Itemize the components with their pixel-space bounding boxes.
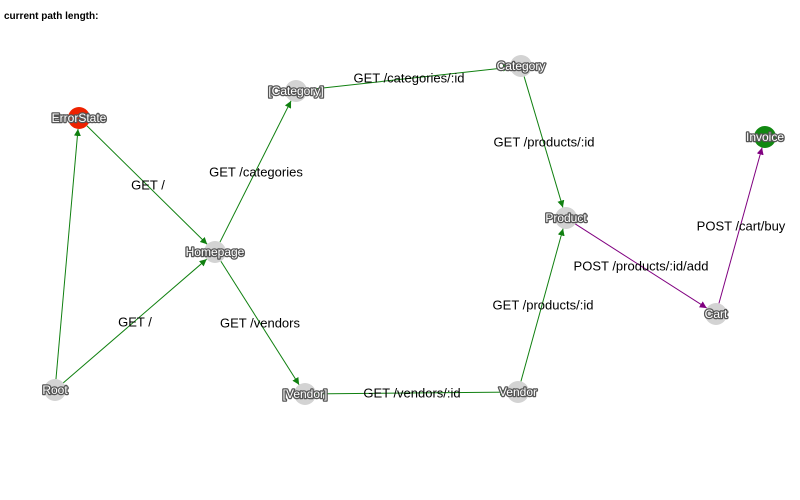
node-label-invoice: Invoice [746, 130, 784, 144]
edge-vendors-to-vendor [315, 388, 508, 396]
node-label-categories: [Category] [268, 84, 323, 98]
edge-homepage-to-categories [219, 100, 292, 243]
edge-label-product-to-cart: POST /products/:id/add [574, 259, 709, 274]
edge-vendor-to-product [520, 228, 565, 382]
edge-label-cart-to-invoice: POST /cart/buy [697, 219, 786, 234]
edges-layer [55, 64, 764, 396]
edge-root-to-error [55, 128, 81, 380]
node-circle-error[interactable] [68, 107, 90, 129]
edge-label-vendor-to-product: GET /products/:id [493, 298, 594, 313]
node-root[interactable]: Root [41, 379, 70, 401]
node-circle-vendor[interactable] [507, 381, 529, 403]
node-product[interactable]: Product [544, 207, 589, 229]
node-label-vendors: [Vendor] [283, 387, 328, 401]
node-label-root: Root [42, 383, 68, 397]
node-label-homepage: Homepage [186, 245, 245, 259]
node-invoice[interactable]: Invoice [745, 126, 786, 148]
node-circle-invoice[interactable] [754, 126, 776, 148]
current-path-length-label: current path length: [4, 11, 99, 22]
edge-label-homepage-to-categories: GET /categories [209, 165, 303, 180]
node-vendors[interactable]: [Vendor] [281, 383, 329, 405]
edge-cart-to-invoice [718, 147, 764, 304]
node-label-error: ErrorState [52, 111, 107, 125]
edge-homepage-to-vendors [220, 261, 300, 385]
node-error[interactable]: ErrorState [50, 107, 108, 129]
node-homepage[interactable]: Homepage [184, 241, 246, 263]
node-cart[interactable]: Cart [703, 303, 729, 325]
node-vendor[interactable]: Vendor [498, 381, 538, 403]
node-circle-cart[interactable] [705, 303, 727, 325]
edge-category-to-product [523, 76, 565, 208]
node-circle-product[interactable] [555, 207, 577, 229]
edge-error-to-homepage [86, 125, 208, 245]
node-label-vendor: Vendor [499, 385, 537, 399]
node-circle-vendors[interactable] [294, 383, 316, 405]
node-circle-root[interactable] [44, 379, 66, 401]
node-label-category: Category [497, 59, 546, 73]
edge-label-homepage-to-vendors: GET /vendors [220, 316, 300, 331]
edge-categories-to-category [306, 64, 511, 91]
node-circle-category[interactable] [510, 55, 532, 77]
node-label-product: Product [545, 211, 587, 225]
edge-label-categories-to-category: GET /categories/:id [353, 71, 464, 86]
node-category[interactable]: Category [495, 55, 547, 77]
node-categories[interactable]: [Category] [267, 80, 325, 102]
edge-label-category-to-product: GET /products/:id [494, 135, 595, 150]
edge-label-vendors-to-vendor: GET /vendors/:id [363, 386, 460, 401]
node-circle-homepage[interactable] [204, 241, 226, 263]
node-label-cart: Cart [705, 307, 728, 321]
edge-root-to-homepage [63, 258, 207, 384]
edge-label-error-to-homepage: GET / [131, 178, 165, 193]
edge-product-to-cart [574, 223, 708, 309]
edge-label-root-to-homepage: GET / [118, 315, 152, 330]
node-circle-categories[interactable] [285, 80, 307, 102]
